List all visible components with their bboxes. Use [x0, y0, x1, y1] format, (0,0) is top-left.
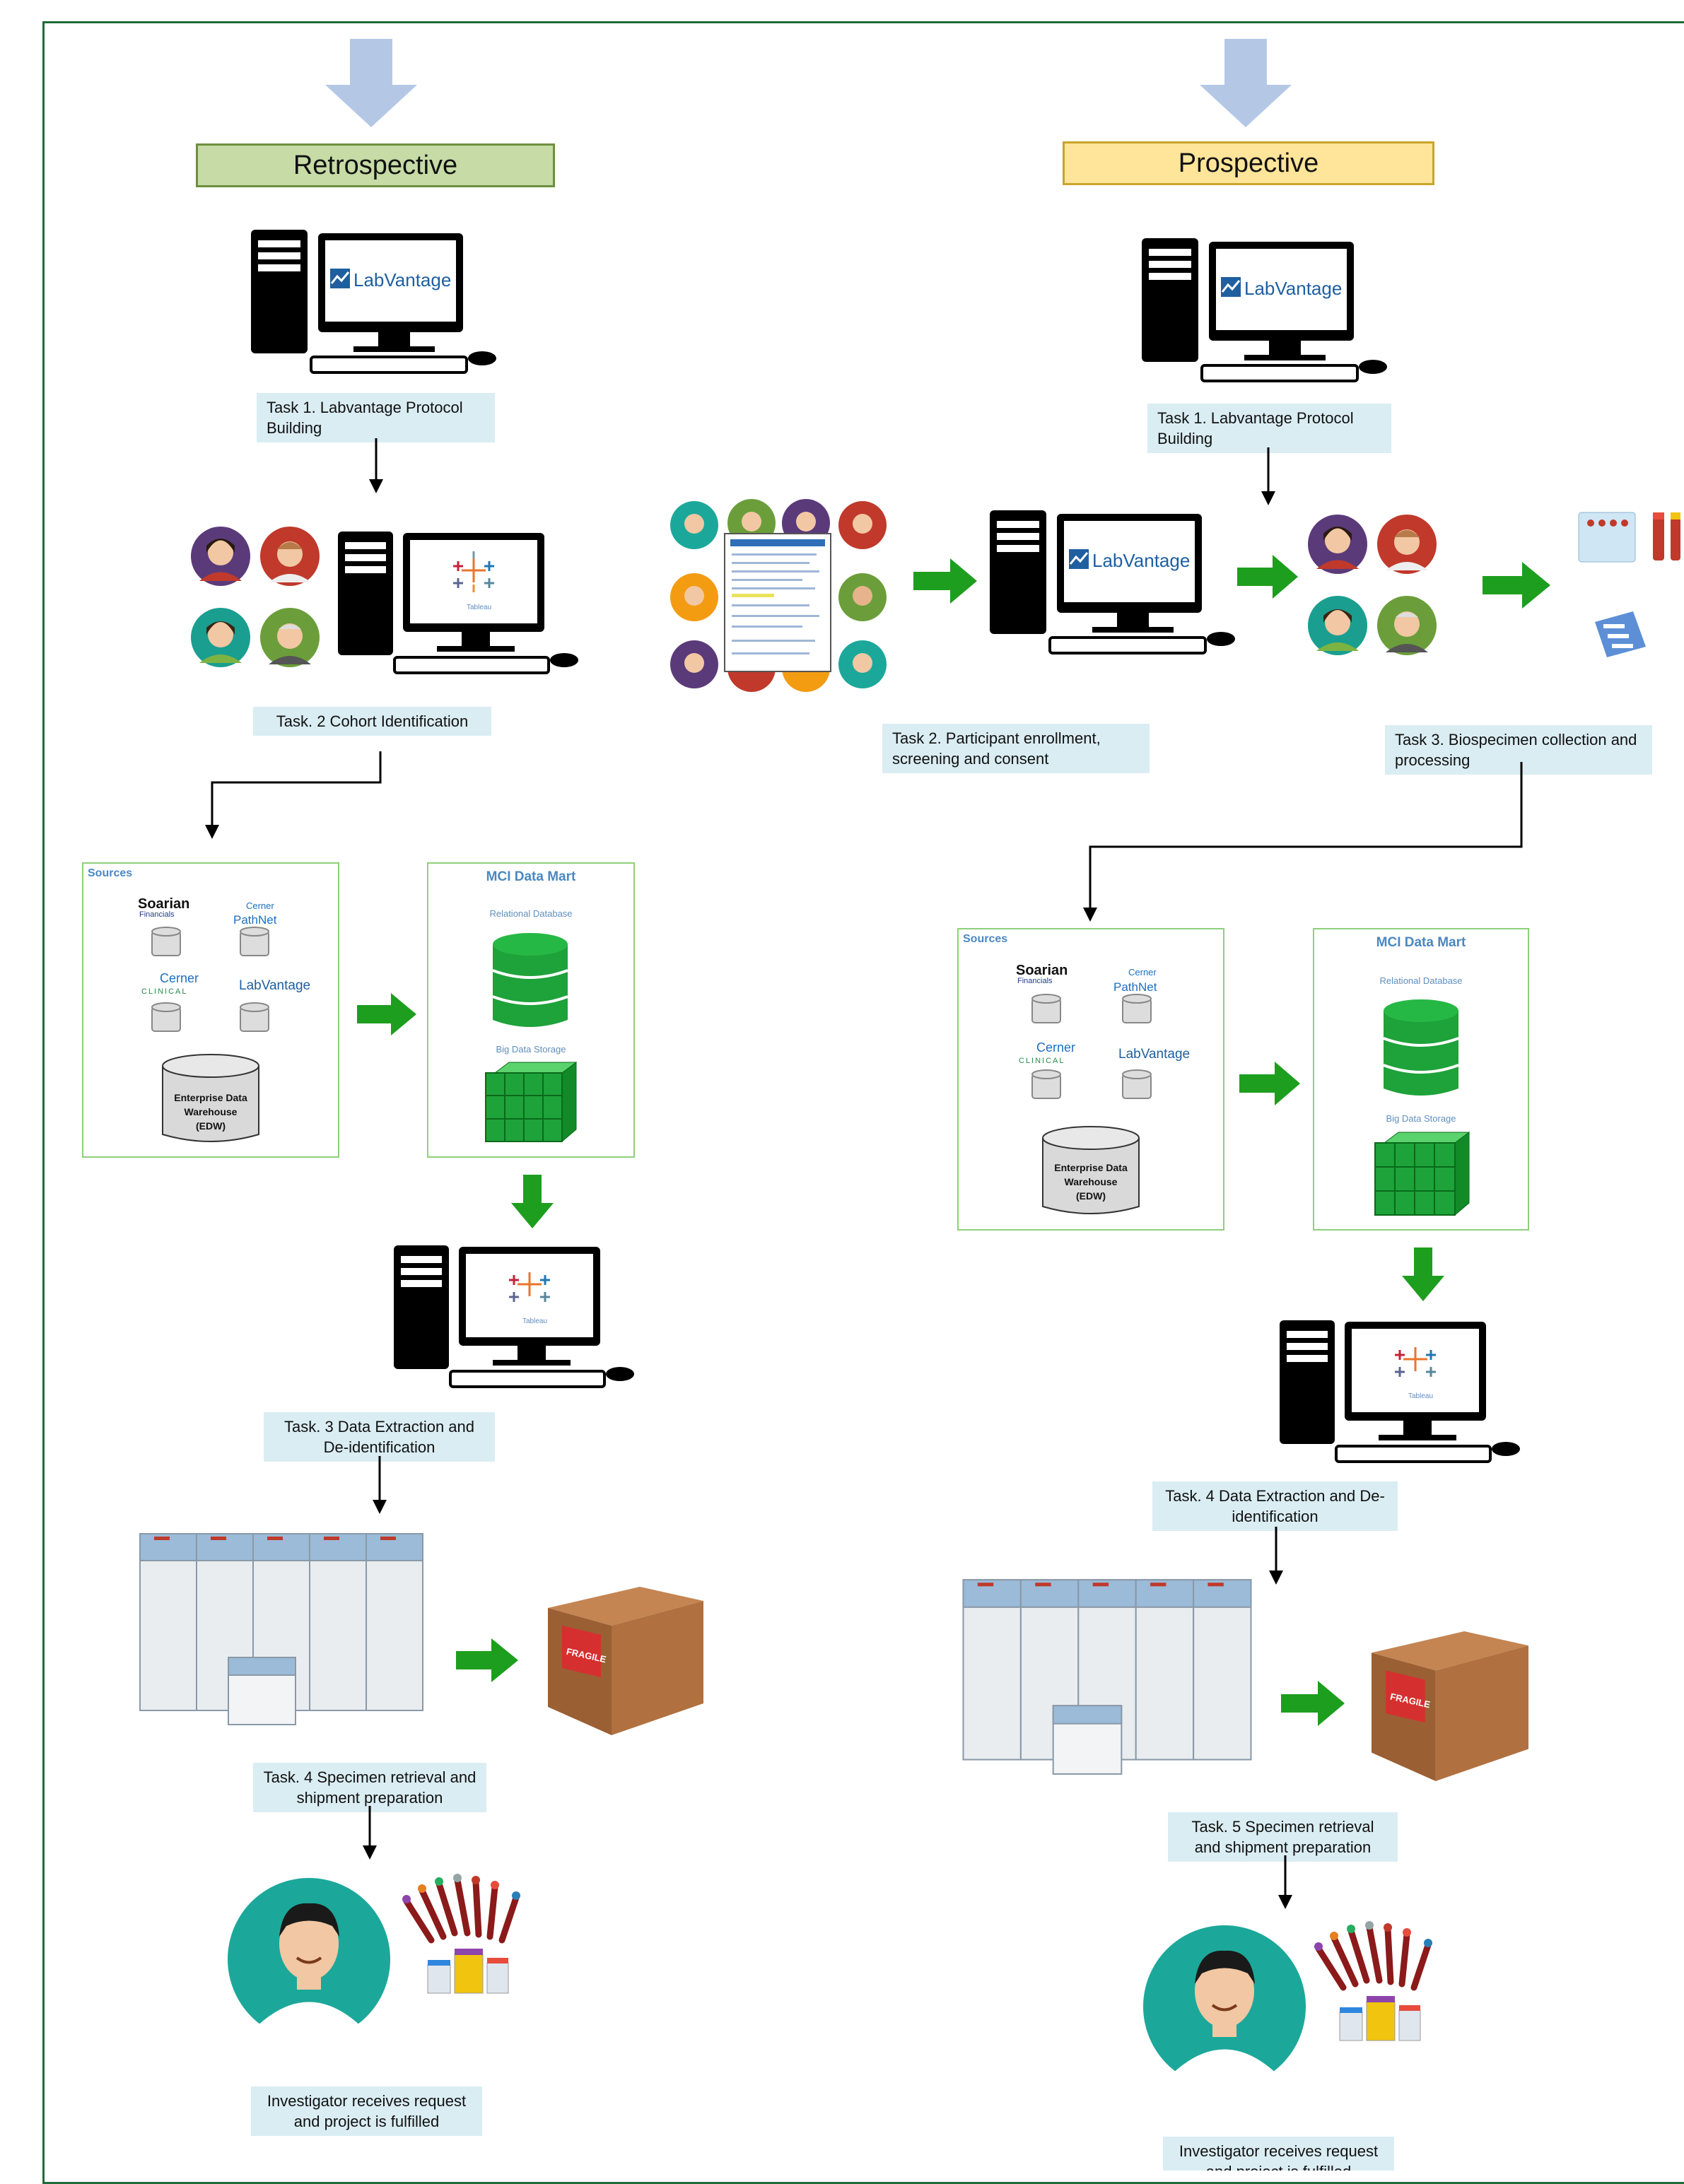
pro-task-5: Task. 5 Specimen retrieval and shipment … [1168, 1812, 1398, 1862]
computer-labvantage-icon: LabVantage [251, 230, 496, 374]
down-arrow-retro-3 [373, 1456, 387, 1514]
computer-labvantage-icon-pro: LabVantage [1142, 238, 1387, 382]
elbow-arrow-retro-2 [205, 751, 382, 839]
retro-source-db-icons [151, 927, 269, 1032]
retro-edw-label: Enterprise Data Warehouse (EDW) [161, 1091, 260, 1133]
green-down-arrow-icon-pro [1402, 1247, 1444, 1301]
tableau-logo-text: Tableau [467, 604, 491, 611]
retro-task-2: Task. 2 Cohort Identification [253, 707, 491, 736]
down-arrow-icon-retro [325, 39, 417, 127]
retro-bigdata-label: Big Data Storage [496, 1044, 566, 1055]
green-arrow-icon-pro-box [1281, 1681, 1345, 1726]
pro-clinical-logo: CLINICAL [1019, 1057, 1065, 1065]
cohort-people-icon [191, 527, 320, 667]
computer-tableau-icon-pro: Tableau [1280, 1320, 1520, 1463]
computer-tableau-icon-2: Tableau [394, 1245, 634, 1388]
retro-relational-db-icon [492, 933, 568, 1027]
specimen-tubes-icon-retro [402, 1874, 520, 1994]
shipping-box-icon-pro: FRAGILE [1372, 1631, 1528, 1781]
retro-task-1: Task 1. Labvantage Protocol Building [257, 393, 495, 442]
retro-edw-line-2: Warehouse [184, 1106, 238, 1117]
pro-task-2: Task 2. Participant enrollment, screenin… [882, 724, 1150, 773]
pro-relational-db-icon [1383, 999, 1459, 1096]
computer-tableau-icon: Tableau [338, 532, 578, 674]
retro-soarian-logo: Soarian [138, 896, 190, 912]
retro-clinical-logo: CLINICAL [141, 987, 188, 996]
pro-task-3: Task 3. Biospecimen collection and proce… [1385, 725, 1652, 775]
pro-cerner-logo-1: Cerner [1128, 967, 1157, 977]
enrollment-people-consent-icon [670, 499, 887, 692]
down-arrow-pro-4 [1269, 1527, 1283, 1585]
freezers-icon-pro [962, 1579, 1252, 1775]
green-down-arrow-icon-retro [511, 1175, 554, 1228]
retro-cerner-logo-2: Cerner [160, 971, 199, 985]
retro-cerner-logo-1: Cerner [246, 900, 274, 911]
down-arrow-icon-pro [1200, 39, 1292, 127]
retro-soarian-sub: Financials [139, 910, 175, 919]
pro-soarian-sub: Financials [1017, 977, 1053, 985]
labvantage-logo-text: LabVantage [353, 269, 451, 290]
pro-task-1: Task 1. Labvantage Protocol Building [1147, 404, 1391, 453]
retro-task-3: Task. 3 Data Extraction and De-identific… [264, 1412, 495, 1462]
pro-soarian-logo: Soarian [1016, 963, 1068, 978]
tableau-logo-text-2: Tableau [522, 1317, 547, 1325]
retro-edw-cylinder-icon [162, 1054, 259, 1142]
pro-edw-line-2: Warehouse [1064, 1176, 1118, 1187]
pro-edw-cylinder-icon [1042, 1126, 1140, 1214]
elbow-arrow-pro-3 [1083, 762, 1523, 922]
shipping-box-icon-retro: FRAGILE [548, 1587, 703, 1735]
tableau-logo-text-pro: Tableau [1408, 1392, 1433, 1400]
green-arrow-icon-pro-3 [1483, 562, 1550, 609]
down-arrow-retro-4 [363, 1806, 377, 1860]
pro-task-4: Task. 4 Data Extraction and De-identific… [1152, 1481, 1398, 1531]
down-arrow-pro-5 [1278, 1855, 1292, 1909]
pro-cerner-logo-2: Cerner [1036, 1040, 1076, 1055]
retro-edw-line-1: Enterprise Data [174, 1092, 247, 1103]
retro-pathnet-logo: PathNet [233, 913, 277, 927]
prospective-heading: Prospective [1063, 141, 1434, 185]
investigator-avatar-pro [1143, 1925, 1306, 2092]
computer-labvantage-icon-pro-2: LabVantage [990, 510, 1235, 654]
pro-bigdata-label: Big Data Storage [1386, 1113, 1456, 1124]
pro-mart-title: MCI Data Mart [1376, 935, 1466, 950]
participant-people-icon [1308, 515, 1437, 655]
pro-edw-line-1: Enterprise Data [1054, 1162, 1128, 1173]
pro-bigdata-cubes-icon [1374, 1132, 1470, 1216]
down-arrow-pro-1 [1261, 447, 1275, 505]
retrospective-heading: Retrospective [196, 143, 555, 187]
retro-task-4: Task. 4 Specimen retrieval and shipment … [253, 1763, 486, 1812]
pro-source-db-icons [1031, 994, 1152, 1099]
green-arrow-icon-pro-1 [913, 558, 977, 604]
labvantage-logo-text-pro-2: LabVantage [1092, 550, 1190, 571]
labvantage-logo-text-pro: LabVantage [1244, 278, 1342, 299]
retro-relational-label: Relational Database [489, 908, 573, 919]
green-arrow-icon-retro-mart [357, 993, 416, 1035]
retro-labvantage-small: LabVantage [239, 978, 311, 993]
retro-sources-label: Sources [88, 867, 133, 879]
retro-bigdata-cubes-icon [485, 1062, 578, 1143]
investigator-avatar-retro [228, 1878, 390, 2045]
freezers-icon-retro [139, 1533, 423, 1725]
green-arrow-icon-retro-box [456, 1638, 518, 1682]
down-arrow-retro-1 [369, 438, 383, 493]
pro-sources-label: Sources [963, 933, 1008, 945]
pro-final: Investigator receives request and projec… [1163, 2137, 1394, 2171]
pro-edw-label: Enterprise Data Warehouse (EDW) [1041, 1161, 1140, 1203]
retro-final: Investigator receives request and projec… [251, 2086, 482, 2136]
specimen-tubes-icon-pro [1314, 1921, 1432, 2041]
biospecimen-kit-icon [1578, 512, 1680, 657]
pro-labvantage-small: LabVantage [1118, 1047, 1191, 1062]
retro-mart-title: MCI Data Mart [486, 869, 576, 884]
pro-edw-line-3: (EDW) [1076, 1190, 1106, 1202]
green-arrow-icon-pro-2 [1237, 555, 1298, 599]
green-arrow-icon-pro-mart [1239, 1062, 1300, 1105]
pro-relational-label: Relational Database [1379, 975, 1463, 986]
retro-edw-line-3: (EDW) [196, 1120, 226, 1132]
pro-pathnet-logo: PathNet [1113, 980, 1157, 994]
